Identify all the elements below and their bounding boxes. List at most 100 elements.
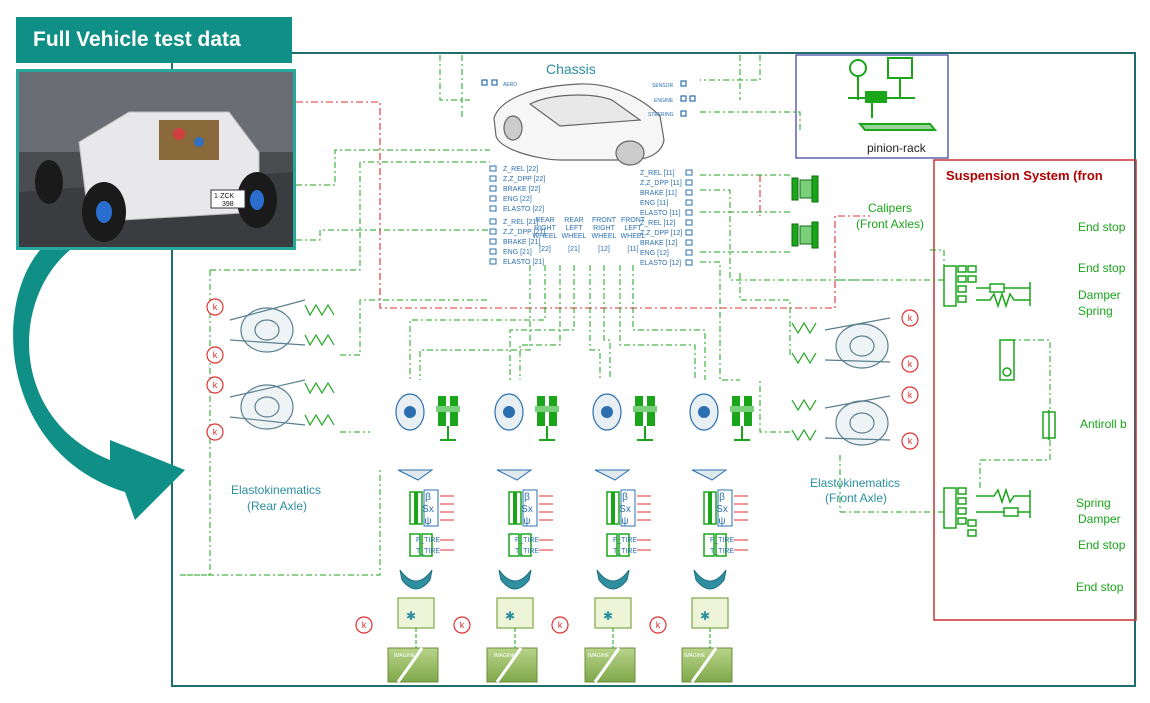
susp-label-end-stop-1: End stop — [1078, 220, 1126, 234]
svg-text:F_TIRE: F_TIRE — [710, 537, 734, 544]
tire-block-fill-1[interactable] — [513, 492, 517, 524]
wheel-hub-center-1[interactable] — [503, 406, 515, 418]
tire-force-b-2[interactable] — [618, 533, 630, 557]
road-curve-2[interactable] — [593, 647, 621, 683]
tire-slip-box-3[interactable] — [717, 489, 733, 527]
svg-text:ENG [11]: ENG [11] — [640, 200, 668, 207]
tire-slip-box-1[interactable] — [522, 489, 538, 527]
svg-text:k: k — [213, 380, 218, 390]
svg-text:WHEEL: WHEEL — [621, 233, 646, 240]
svg-text:ENG [22]: ENG [22] — [503, 196, 532, 203]
svg-text:k: k — [908, 359, 913, 369]
svg-text:ψ: ψ — [523, 516, 530, 527]
tire-block-fill-2[interactable] — [611, 492, 615, 524]
wheel-hub-center-2[interactable] — [601, 406, 613, 418]
wheel-arm-3[interactable] — [691, 469, 728, 481]
tire-block-fill-3[interactable] — [708, 492, 712, 524]
brake-pad-0[interactable] — [436, 406, 460, 412]
svg-text:[11]: [11] — [627, 246, 638, 253]
front-elastokinematics-upper[interactable] — [791, 317, 891, 369]
susp-label-damper-1: Damper — [1078, 288, 1121, 302]
tire-force-b-3[interactable] — [715, 533, 727, 557]
susp-label-end-stop-3: End stop — [1078, 538, 1126, 552]
road-curve-1[interactable] — [495, 647, 523, 683]
chassis-title: Chassis — [546, 61, 596, 77]
wheel-arm-1[interactable] — [496, 469, 533, 481]
tire-force-a-2[interactable] — [606, 533, 618, 557]
svg-text:Z_REL [12]: Z_REL [12] — [640, 220, 675, 227]
tire-block-fill-0[interactable] — [414, 492, 418, 524]
road-snow-icon-2[interactable]: ✱ — [603, 609, 613, 623]
svg-text:BRAKE [21]: BRAKE [21] — [503, 239, 540, 246]
wheel-arm-0[interactable] — [397, 469, 434, 481]
brake-pad-2[interactable] — [633, 406, 657, 412]
gain-circles[interactable] — [206, 298, 919, 634]
wheel-arm-2[interactable] — [594, 469, 631, 481]
brake-pad-3[interactable] — [730, 406, 754, 412]
wheel-hub-center-3[interactable] — [698, 406, 710, 418]
road-snow-icon-0[interactable]: ✱ — [406, 609, 416, 623]
svg-text:k: k — [213, 350, 218, 360]
svg-text:F_TIRE: F_TIRE — [515, 537, 539, 544]
red-dash-lines — [296, 101, 870, 309]
suspension-title: Suspension System (fron — [946, 168, 1103, 183]
svg-text:Sx: Sx — [422, 504, 434, 515]
road-snow-icon-3[interactable]: ✱ — [700, 609, 710, 623]
tire-tread-1[interactable] — [498, 569, 532, 590]
svg-text:ELASTO [11]: ELASTO [11] — [640, 210, 681, 217]
svg-text:[12]: [12] — [598, 246, 610, 253]
road-model-2[interactable] — [594, 597, 632, 629]
front-elastokinematics-lower[interactable] — [791, 395, 891, 446]
road-image-0[interactable] — [387, 647, 439, 683]
road-curve-3[interactable] — [690, 647, 718, 683]
svg-text:Sx: Sx — [619, 504, 631, 515]
road-model-3[interactable] — [691, 597, 729, 629]
rear-elastokinematics-upper[interactable] — [229, 299, 335, 353]
svg-text:ELASTO [22]: ELASTO [22] — [503, 206, 544, 213]
svg-text:LEFT: LEFT — [624, 225, 642, 232]
svg-text:k: k — [362, 620, 367, 630]
vehicle-photo-illustration: 1·ZCK 398 — [19, 72, 293, 247]
suspension-box — [933, 159, 1137, 621]
tire-force-a-0[interactable] — [409, 533, 421, 557]
svg-text:BRAKE [11]: BRAKE [11] — [640, 190, 677, 197]
svg-text:Z_REL [11]: Z_REL [11] — [640, 170, 675, 177]
svg-text:β: β — [425, 492, 431, 503]
road-image-3[interactable] — [681, 647, 733, 683]
rear-elastokinematics-lower[interactable] — [229, 379, 335, 430]
tire-force-a-1[interactable] — [508, 533, 520, 557]
road-image-1[interactable] — [486, 647, 538, 683]
tire-slip-box-0[interactable] — [423, 489, 439, 527]
tire-tread-0[interactable] — [399, 569, 433, 590]
tire-force-b-0[interactable] — [421, 533, 433, 557]
svg-text:β: β — [622, 492, 628, 503]
wheel-hub-center-0[interactable] — [404, 406, 416, 418]
road-curve-0[interactable] — [396, 647, 424, 683]
tire-force-a-3[interactable] — [703, 533, 715, 557]
tire-slip-box-2[interactable] — [620, 489, 636, 527]
svg-text:WHEEL: WHEEL — [533, 233, 558, 240]
tire-tread-3[interactable] — [693, 569, 727, 590]
tire-force-b-1[interactable] — [520, 533, 532, 557]
road-model-0[interactable] — [397, 597, 435, 629]
road-image-2[interactable] — [584, 647, 636, 683]
svg-text:T_TIRE: T_TIRE — [515, 548, 539, 555]
ports-rear-right: Z_REL [22] Z,Z_DPP [22] BRAKE [22] ENG [… — [503, 166, 545, 266]
chassis-car-icon[interactable] — [493, 83, 665, 166]
svg-text:Z,Z_DPP [12]: Z,Z_DPP [12] — [640, 230, 682, 237]
road-snow-icon-1[interactable]: ✱ — [505, 609, 515, 623]
brake-pad-1[interactable] — [535, 406, 559, 412]
steering-pinion-rack-icon[interactable] — [848, 57, 938, 131]
tire-tread-2[interactable] — [596, 569, 630, 590]
svg-text:LEFT: LEFT — [565, 225, 583, 232]
susp-label-spring-1: Spring — [1078, 304, 1113, 318]
susp-label-end-stop-4: End stop — [1076, 580, 1124, 594]
svg-text:BRAKE [12]: BRAKE [12] — [640, 240, 677, 247]
svg-text:WHEEL: WHEEL — [562, 233, 587, 240]
svg-text:ψ: ψ — [621, 516, 628, 527]
svg-text:β: β — [524, 492, 530, 503]
susp-label-spring-2: Spring — [1076, 496, 1111, 510]
road-model-1[interactable] — [496, 597, 534, 629]
